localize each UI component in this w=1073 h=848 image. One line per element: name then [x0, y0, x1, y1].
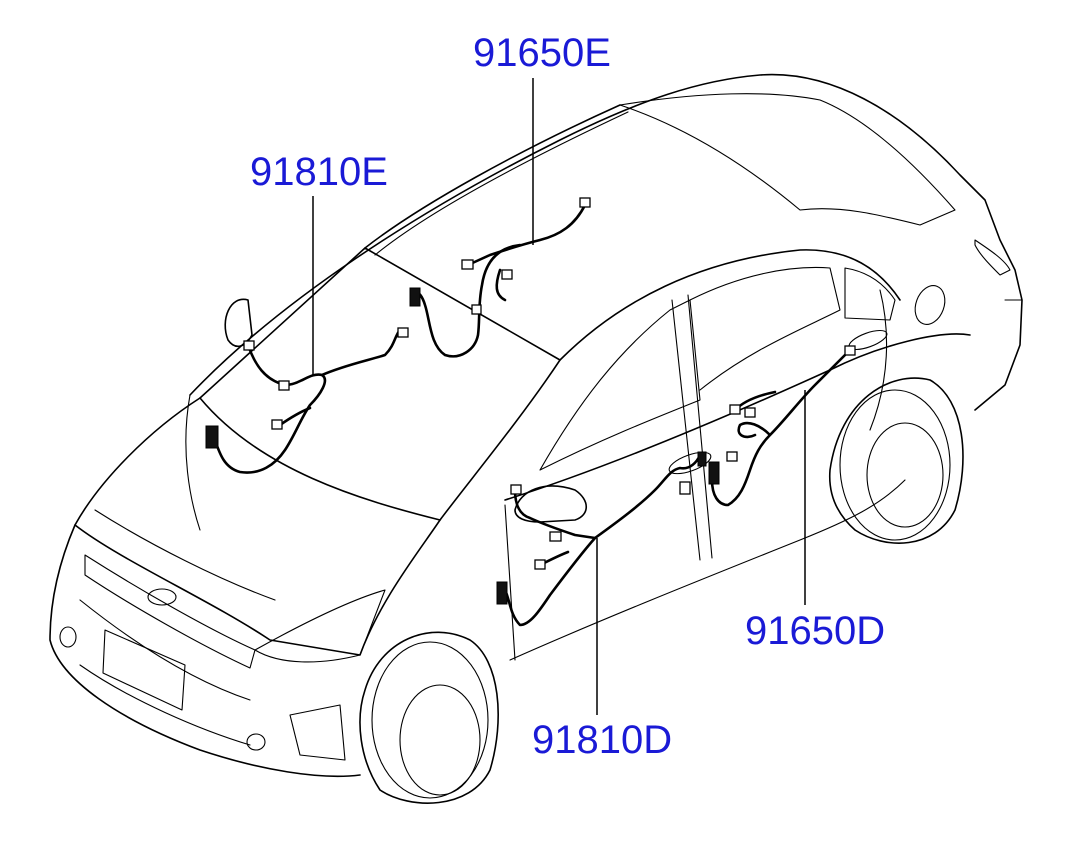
part-label-91650E[interactable]: 91650E	[473, 31, 611, 75]
connector	[679, 481, 691, 495]
grommet	[708, 461, 720, 485]
part-label-91650D[interactable]: 91650D	[745, 609, 886, 653]
connector	[461, 259, 474, 270]
part-label-91810D[interactable]: 91810D	[532, 718, 673, 762]
harness-91650D	[708, 345, 856, 507]
harness-91810D	[496, 451, 707, 627]
connector	[510, 484, 522, 495]
grommet	[205, 425, 219, 449]
grommet	[697, 451, 707, 467]
connector	[397, 327, 409, 338]
connector	[579, 197, 591, 208]
harness-91810E	[205, 327, 409, 474]
grommet	[409, 287, 421, 307]
connector	[501, 269, 513, 280]
connector	[549, 531, 562, 542]
connector	[744, 407, 756, 418]
connector	[278, 380, 290, 391]
connector	[243, 340, 255, 351]
grommet	[496, 581, 508, 605]
connector	[271, 419, 283, 430]
connector	[534, 559, 546, 570]
part-label-91810E[interactable]: 91810E	[250, 150, 388, 194]
harness-91650E	[409, 197, 591, 358]
connector	[844, 345, 856, 356]
connector	[729, 404, 741, 415]
car-body	[49, 73, 1023, 804]
connector	[471, 304, 482, 315]
connector	[726, 451, 738, 462]
leader-lines	[312, 78, 806, 715]
